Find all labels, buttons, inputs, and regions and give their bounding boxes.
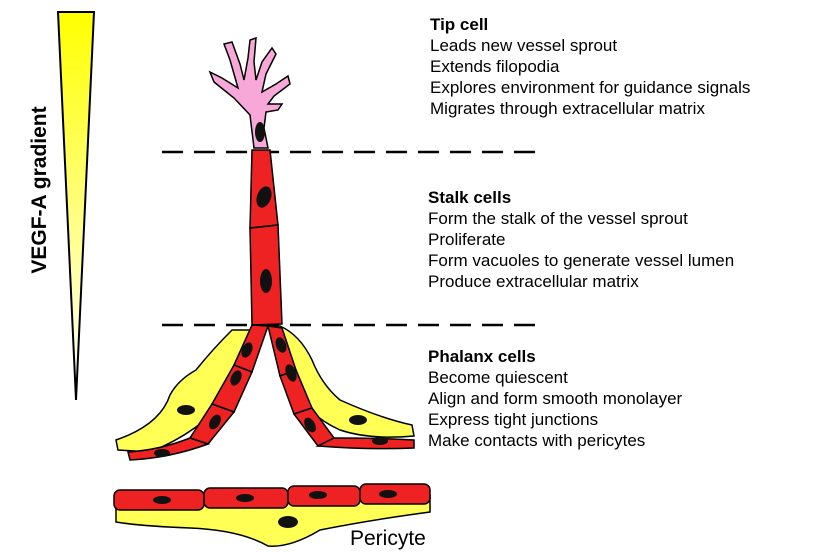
phalanx-nucleus — [349, 415, 367, 425]
tip-cell — [210, 38, 290, 148]
vegf-gradient-wedge — [58, 12, 94, 400]
phalanx-cells-point: Become quiescent — [428, 367, 682, 388]
stalk-cells-point: Form the stalk of the vessel sprout — [428, 208, 734, 229]
left-phalanx-branch — [116, 325, 268, 460]
pericyte-label: Pericyte — [350, 527, 426, 551]
vessel-nucleus — [153, 496, 171, 504]
tip-cell-point: Explores environment for guidance signal… — [430, 77, 750, 98]
stalk-cells-point: Produce extracellular matrix — [428, 271, 734, 292]
stalk-cells — [250, 150, 282, 325]
phalanx-cells-point: Make contacts with pericytes — [428, 430, 682, 451]
vessel-nucleus — [379, 490, 397, 498]
phalanx-cell — [318, 438, 414, 449]
phalanx-cells-point: Align and form smooth monolayer — [428, 388, 682, 409]
tip-cell-point: Extends filopodia — [430, 56, 750, 77]
stalk-cells-point: Form vacuoles to generate vessel lumen — [428, 250, 734, 271]
tip-cell-nucleus — [255, 122, 265, 142]
stalk-cells-description: Stalk cells Form the stalk of the vessel… — [428, 187, 734, 292]
pericyte-nucleus — [278, 516, 298, 528]
vessel-nucleus — [309, 491, 327, 499]
phalanx-cells-description: Phalanx cells Become quiescent Align and… — [428, 346, 682, 451]
right-phalanx-branch — [268, 326, 414, 449]
tip-cell-heading: Tip cell — [430, 14, 750, 35]
stalk-cells-heading: Stalk cells — [428, 187, 734, 208]
stalk-cell-nucleus — [260, 269, 272, 293]
phalanx-nucleus — [372, 437, 388, 445]
tip-cell-point: Migrates through extracellular matrix — [430, 98, 750, 119]
tip-cell-description: Tip cell Leads new vessel sprout Extends… — [430, 14, 750, 119]
stalk-cells-point: Proliferate — [428, 229, 734, 250]
phalanx-cells-point: Express tight junctions — [428, 409, 682, 430]
phalanx-cells-heading: Phalanx cells — [428, 346, 682, 367]
vessel-nucleus — [236, 494, 254, 502]
phalanx-nucleus — [154, 449, 170, 457]
tip-cell-point: Leads new vessel sprout — [430, 35, 750, 56]
vegf-gradient-label: VEGF-A gradient — [28, 106, 52, 273]
phalanx-nucleus — [177, 405, 195, 415]
tip-cell-filopodia — [210, 38, 290, 148]
